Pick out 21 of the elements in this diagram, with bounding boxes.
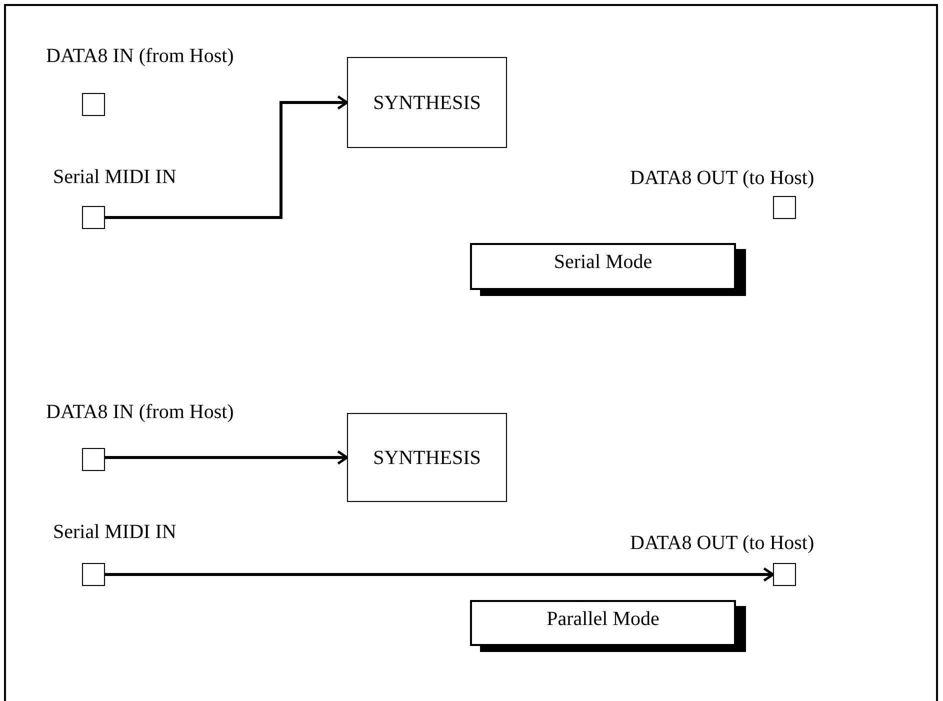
- port-square: [82, 206, 105, 229]
- port-label: Serial MIDI IN: [53, 165, 176, 189]
- process-box: [347, 413, 507, 502]
- port-square: [82, 448, 105, 471]
- port-square: [773, 563, 796, 586]
- block-label: SYNTHESIS: [373, 446, 481, 470]
- process-box: [347, 57, 507, 148]
- port-square: [773, 196, 796, 219]
- port-label: DATA8 OUT (to Host): [630, 166, 814, 190]
- block-label: SYNTHESIS: [373, 90, 481, 114]
- mode-label: Serial Mode: [554, 250, 652, 275]
- port-square: [82, 563, 105, 586]
- arrow: [105, 95, 348, 219]
- arrow: [105, 450, 348, 465]
- port-label: DATA8 IN (from Host): [46, 400, 234, 424]
- mode-label: Parallel Mode: [546, 607, 660, 632]
- port-square: [82, 93, 105, 116]
- arrow: [105, 567, 774, 582]
- port-label: DATA8 OUT (to Host): [630, 531, 814, 555]
- port-label: DATA8 IN (from Host): [46, 44, 234, 68]
- port-label: Serial MIDI IN: [53, 520, 176, 544]
